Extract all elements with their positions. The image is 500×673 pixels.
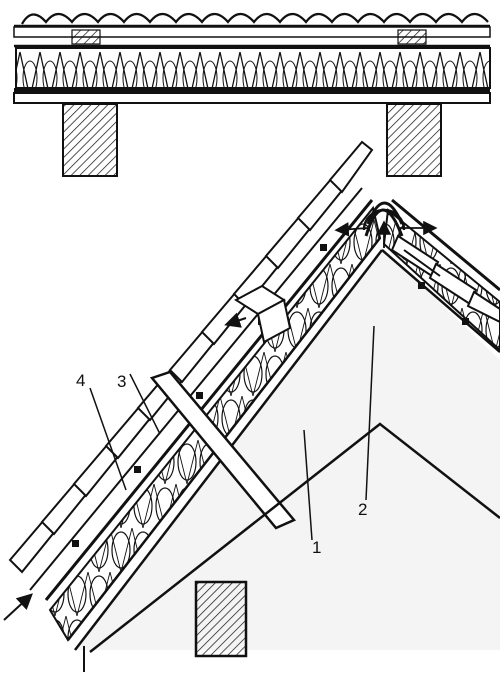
roof-vent-fitting <box>224 284 292 344</box>
roof-tiles <box>21 12 489 25</box>
insulation-layer <box>15 47 491 89</box>
vapour-barrier <box>14 88 490 93</box>
interior-space <box>75 248 500 650</box>
counter-batten-left <box>71 29 101 45</box>
vent-arrow-left <box>334 222 369 237</box>
callout-2: 2 <box>358 500 367 519</box>
pipe-penetration <box>149 370 297 530</box>
beam-section <box>194 580 248 658</box>
ridge-tile-top <box>366 201 404 225</box>
counter-batten-right <box>397 29 427 45</box>
rafter-left <box>62 103 118 177</box>
rafter-right <box>386 103 442 177</box>
air-inlet-arrow <box>3 593 33 621</box>
roof-ridge-section <box>3 140 500 672</box>
callout-3: 3 <box>117 372 126 391</box>
tiles-right-slope <box>390 234 500 324</box>
tile-batten <box>13 26 491 38</box>
callout-1: 1 <box>312 538 321 557</box>
roof-cross-section <box>13 12 491 177</box>
inner-lining-right <box>381 249 500 353</box>
ceiling-line <box>89 422 500 653</box>
inner-lining <box>13 92 491 104</box>
callout-4: 4 <box>76 371 85 390</box>
